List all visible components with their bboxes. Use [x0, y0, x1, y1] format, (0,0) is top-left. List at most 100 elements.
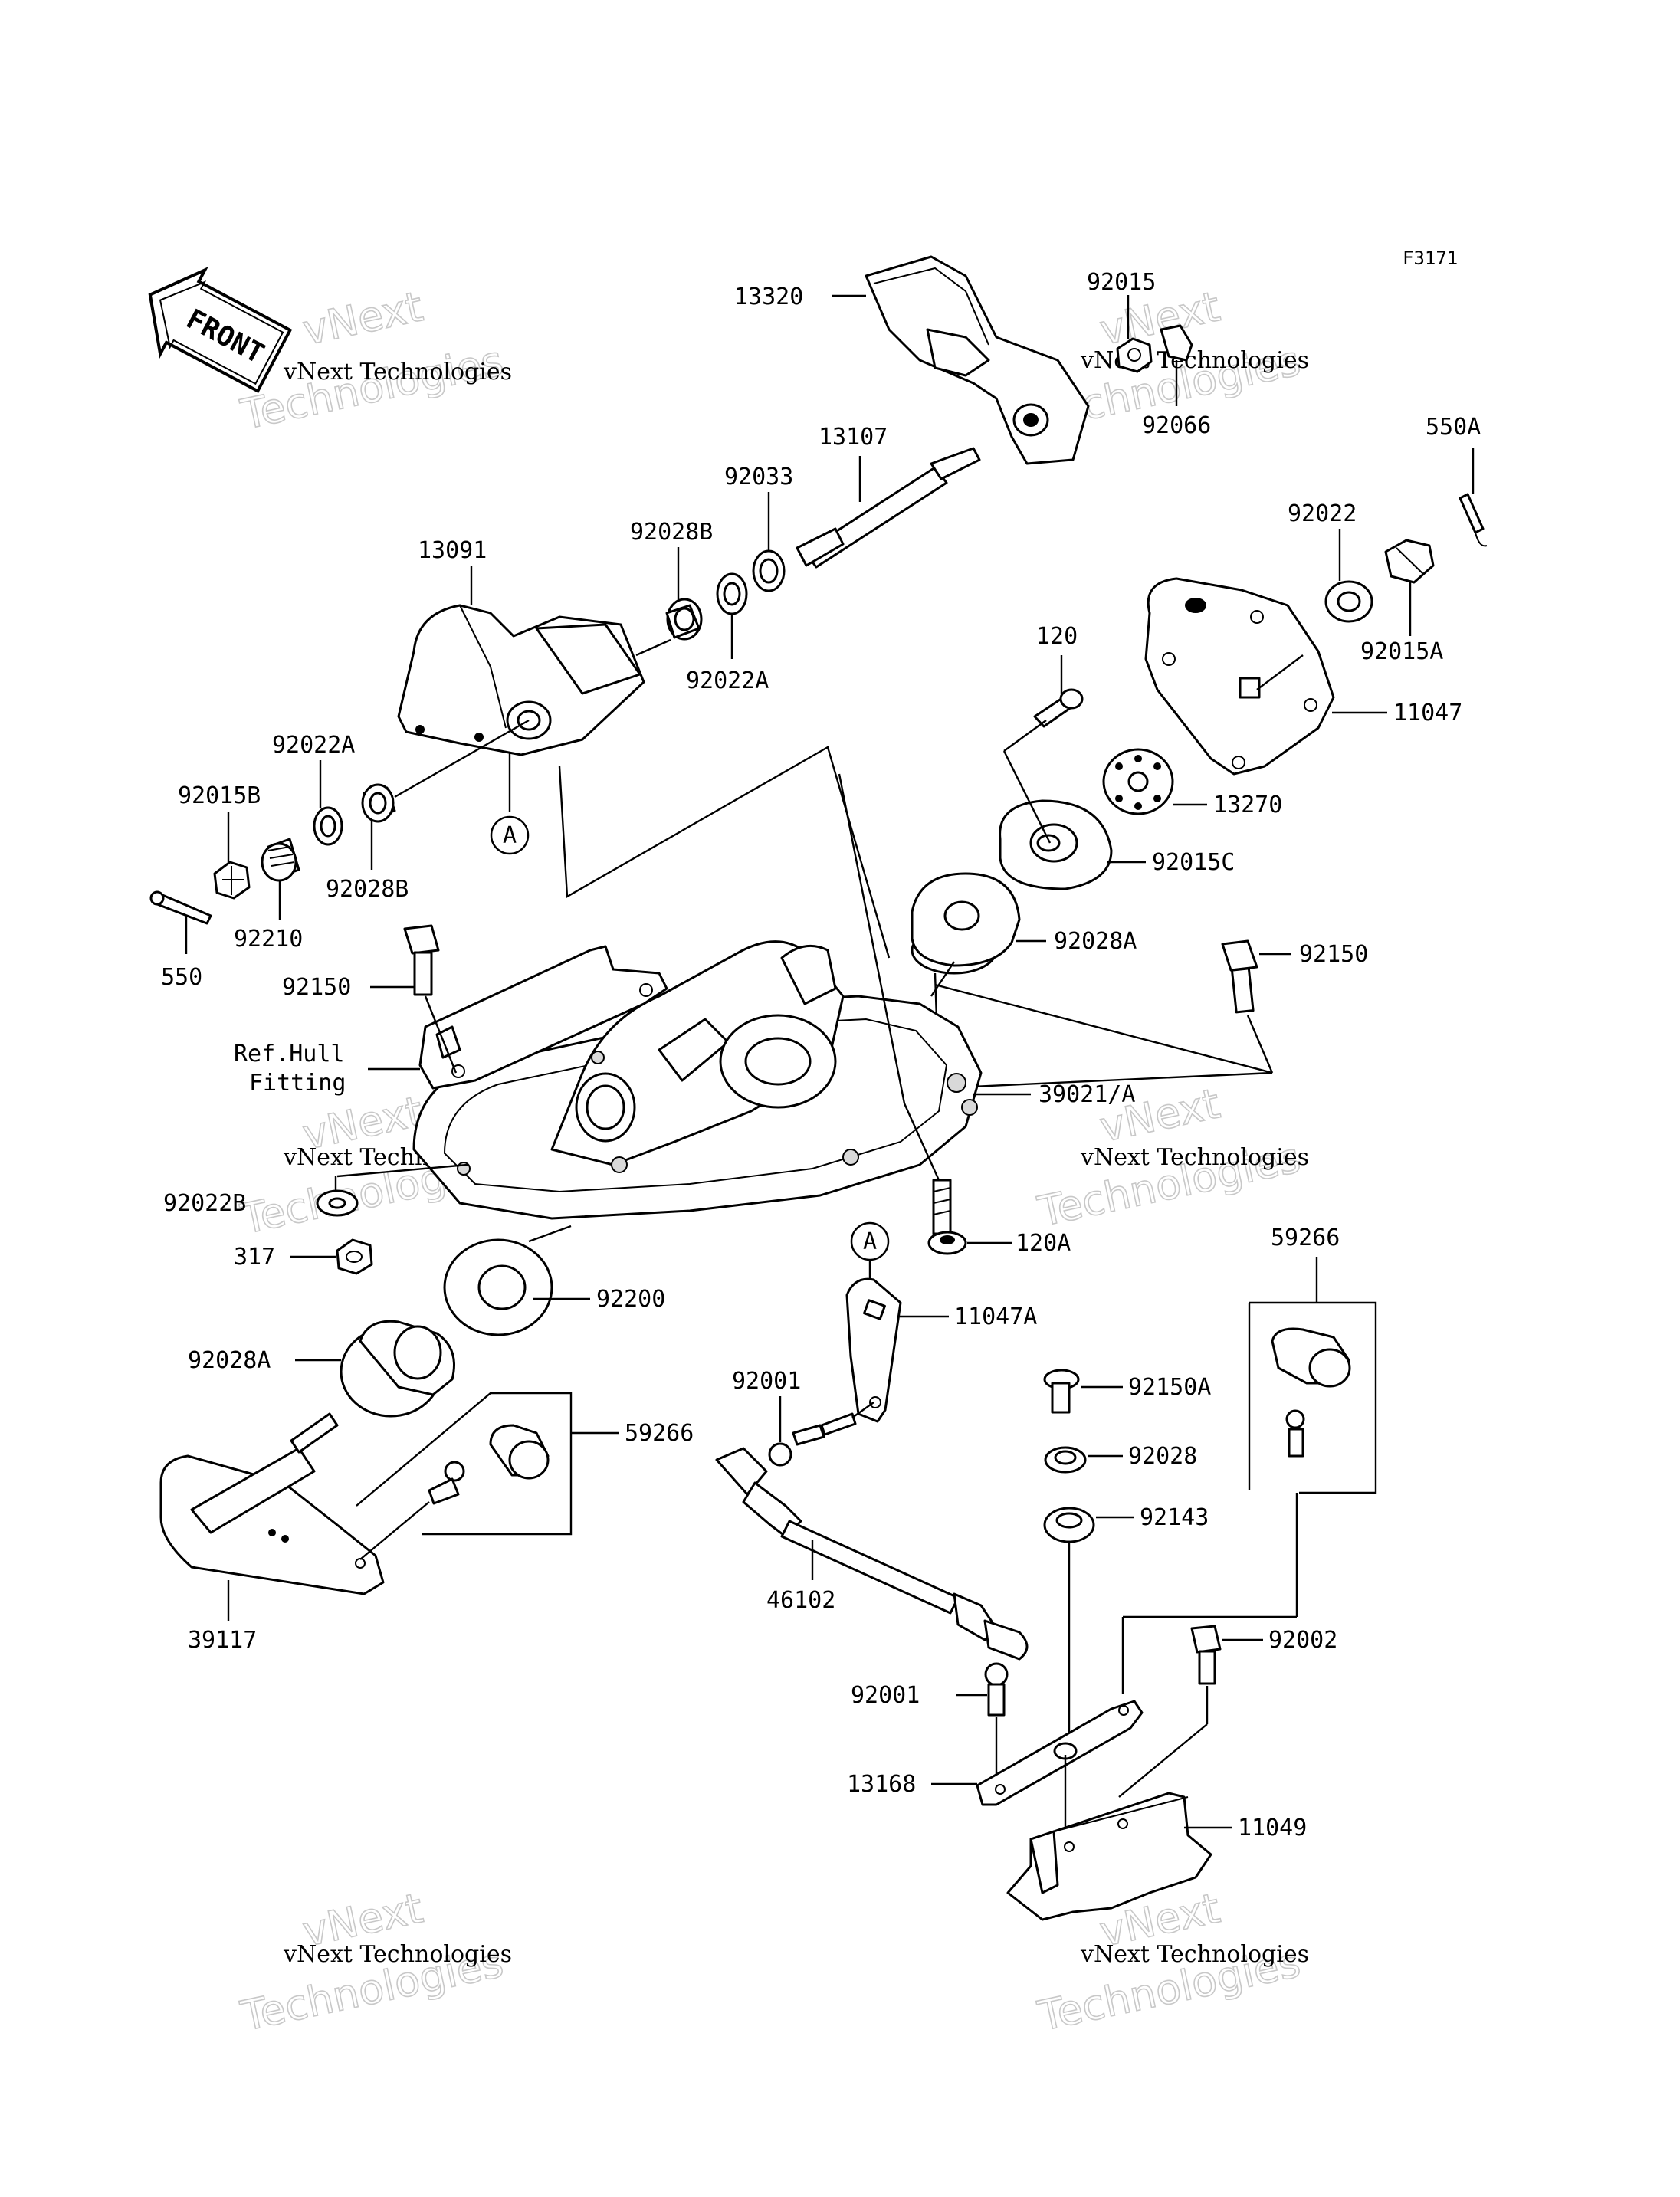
label-13168: 13168 — [847, 1771, 916, 1798]
label-59266-left: 59266 — [625, 1420, 694, 1447]
part-hull-fitting — [418, 945, 668, 1090]
label-92001-bottom: 92001 — [851, 1682, 920, 1709]
label-46102: 46102 — [766, 1587, 835, 1614]
label-92022: 92022 — [1288, 500, 1357, 527]
part-92028B-left — [361, 783, 396, 823]
part-92028A-mid — [911, 872, 1021, 975]
part-92033 — [752, 549, 786, 592]
label-92210: 92210 — [234, 926, 303, 953]
part-92022B — [316, 1189, 359, 1217]
callout-A-top: A — [490, 815, 530, 855]
watermark-bottom-left: vNext Technologies vNext Technologies — [236, 1883, 512, 2041]
label-92028A-mid: 92028A — [1054, 928, 1137, 955]
part-92015 — [1116, 337, 1153, 373]
part-13168 — [976, 1700, 1144, 1806]
label-ref-hull-2: Fitting — [249, 1070, 346, 1097]
part-13091 — [397, 604, 645, 756]
label-92150-left: 92150 — [282, 974, 351, 1001]
part-92015A — [1384, 539, 1435, 584]
svg-text:vNext: vNext — [299, 282, 427, 354]
part-92066 — [1160, 324, 1193, 362]
label-92150A: 92150A — [1128, 1374, 1211, 1401]
label-92022A-left: 92022A — [272, 732, 355, 759]
part-92210 — [261, 838, 300, 882]
svg-text:vNext Technologies: vNext Technologies — [283, 1941, 512, 1968]
part-92015B — [213, 861, 251, 900]
label-92015C: 92015C — [1152, 849, 1235, 876]
part-11047A — [845, 1277, 902, 1423]
label-92015: 92015 — [1087, 269, 1156, 296]
callout-A-bottom: A — [850, 1221, 890, 1261]
part-92022A-left — [313, 806, 343, 846]
label-92022A-top: 92022A — [686, 667, 769, 694]
svg-text:A: A — [863, 1228, 877, 1255]
part-92001-bottom — [984, 1662, 1009, 1717]
part-92200 — [443, 1238, 553, 1336]
part-92150-right — [1221, 939, 1258, 1014]
label-13091: 13091 — [418, 537, 487, 564]
svg-text:vNext Technologies: vNext Technologies — [1080, 1941, 1309, 1968]
part-120 — [1033, 688, 1084, 728]
label-ref-hull-1: Ref.Hull — [234, 1041, 345, 1067]
front-arrow-icon: FRONT — [148, 267, 293, 393]
label-92028: 92028 — [1128, 1443, 1197, 1470]
label-39117: 39117 — [188, 1627, 257, 1654]
part-92028B-top — [665, 598, 703, 641]
part-92002 — [1190, 1625, 1222, 1685]
part-92022 — [1324, 580, 1373, 623]
part-13320 — [865, 255, 1090, 465]
part-120A — [927, 1179, 967, 1255]
part-46102 — [715, 1447, 1029, 1661]
part-59266-left-ball-joint — [489, 1424, 550, 1480]
part-92150-left — [403, 924, 440, 996]
part-13107 — [796, 447, 981, 569]
part-59266-right-stud — [1285, 1409, 1305, 1458]
label-550: 550 — [161, 964, 202, 991]
label-11047: 11047 — [1393, 700, 1462, 726]
part-11047 — [1144, 577, 1335, 776]
part-11049 — [1006, 1792, 1212, 1921]
part-92028 — [1044, 1446, 1087, 1474]
label-120A: 120A — [1016, 1230, 1071, 1257]
part-59266-right-ball-joint — [1271, 1327, 1351, 1388]
part-92022A-top — [716, 572, 748, 615]
label-120: 120 — [1036, 623, 1078, 650]
part-92028A-left — [340, 1320, 455, 1418]
part-92001-top — [768, 1412, 857, 1467]
label-92001-top: 92001 — [732, 1368, 801, 1395]
label-92028B-left: 92028B — [326, 876, 409, 903]
part-39117 — [159, 1412, 385, 1595]
label-13320: 13320 — [734, 284, 803, 310]
label-92143: 92143 — [1140, 1504, 1209, 1531]
svg-text:vNext Technologies: vNext Technologies — [1080, 347, 1309, 374]
label-92015B: 92015B — [178, 782, 261, 809]
svg-text:vNext Technologies: vNext Technologies — [283, 359, 512, 385]
svg-text:A: A — [503, 822, 517, 849]
part-92150A — [1043, 1369, 1080, 1414]
label-92022B: 92022B — [163, 1190, 246, 1217]
label-92150-right: 92150 — [1299, 941, 1368, 968]
diagram-code: F3171 — [1403, 248, 1458, 269]
label-92066: 92066 — [1142, 412, 1211, 439]
label-92028B-top: 92028B — [630, 519, 713, 546]
label-92028A-left: 92028A — [188, 1347, 271, 1374]
part-13270 — [1102, 748, 1174, 815]
part-550A — [1459, 493, 1488, 547]
label-92015A: 92015A — [1360, 638, 1443, 665]
label-92200: 92200 — [596, 1286, 665, 1313]
label-13270: 13270 — [1213, 792, 1282, 818]
part-92143 — [1043, 1507, 1095, 1543]
watermark-top-left: vNext Technologies vNext Technologies — [236, 281, 512, 439]
part-550 — [149, 890, 212, 925]
label-39021A: 39021/A — [1039, 1081, 1135, 1108]
label-317: 317 — [234, 1244, 275, 1271]
part-59266-left-stud — [428, 1461, 465, 1505]
part-39021 — [412, 940, 983, 1220]
label-11047A: 11047A — [954, 1303, 1037, 1330]
part-317 — [336, 1238, 373, 1275]
label-92033: 92033 — [724, 464, 793, 490]
label-13107: 13107 — [819, 424, 888, 451]
part-92015C — [999, 799, 1113, 890]
label-92002: 92002 — [1268, 1627, 1337, 1654]
